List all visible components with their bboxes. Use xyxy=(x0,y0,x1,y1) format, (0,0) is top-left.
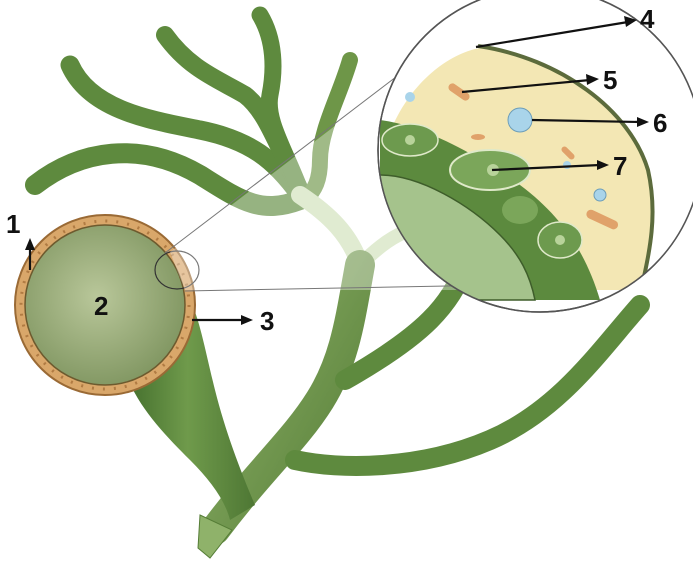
label-1: 1 xyxy=(6,209,20,239)
nucleus-4 xyxy=(502,196,538,224)
label-7: 7 xyxy=(613,151,627,181)
label-5: 5 xyxy=(603,65,617,95)
vacuole-tiny-2 xyxy=(563,161,571,169)
label-4: 4 xyxy=(640,4,655,34)
vacuole xyxy=(508,108,532,132)
label-6: 6 xyxy=(653,108,667,138)
inclusion-4 xyxy=(471,134,485,140)
label-3: 3 xyxy=(260,306,274,336)
vacuole-tiny xyxy=(405,92,415,102)
vacuole-small xyxy=(594,189,606,201)
label-2: 2 xyxy=(94,291,108,321)
